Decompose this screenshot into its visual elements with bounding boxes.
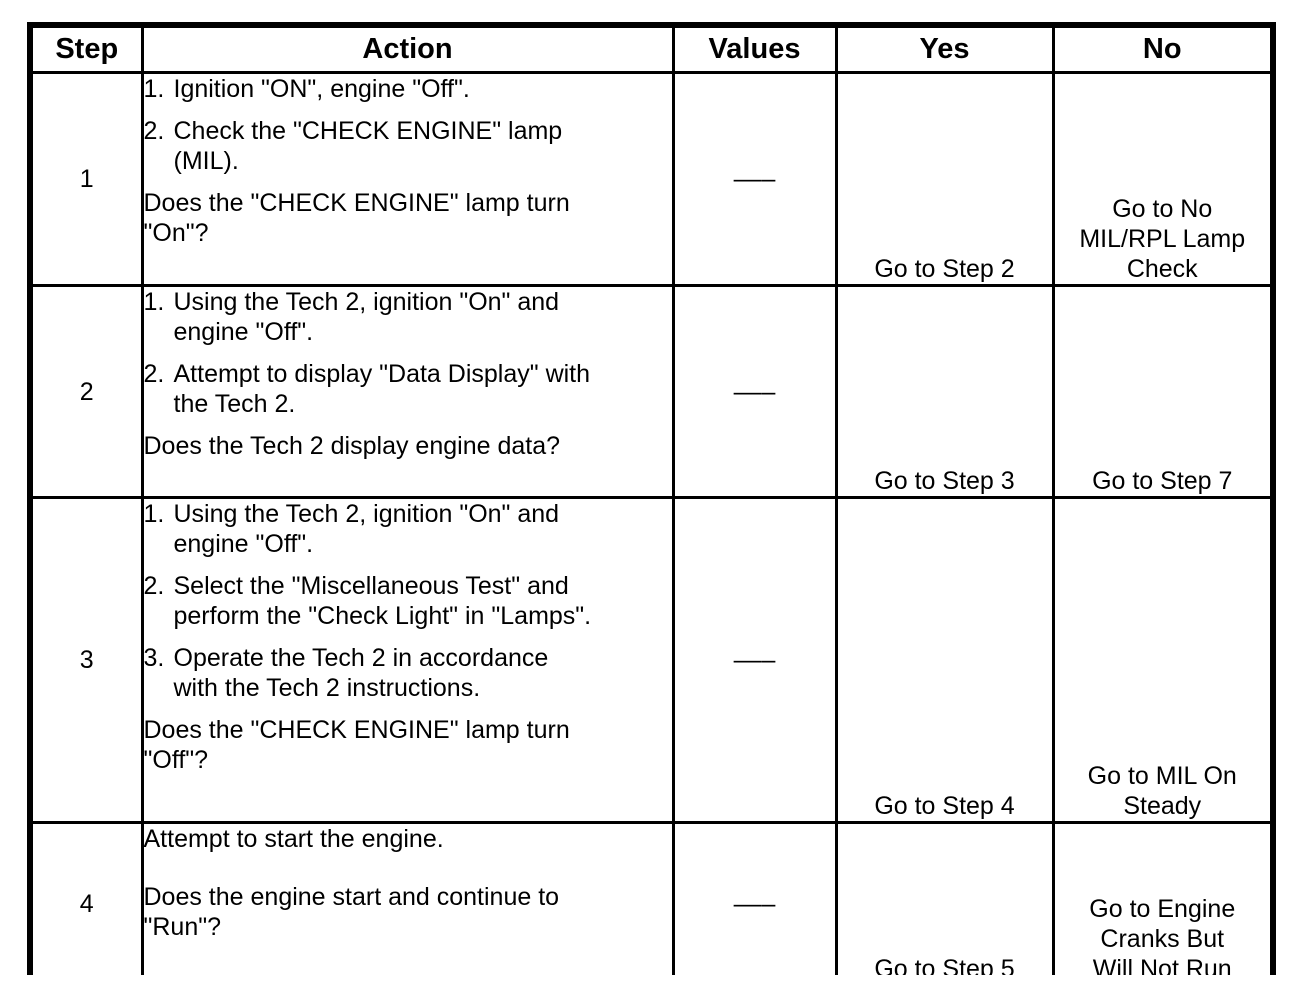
no-cell: Go to MIL On Steady [1051, 496, 1275, 824]
item-number: 2. [143, 117, 165, 145]
step-cell: 2 [28, 284, 144, 499]
action-item: 1. Using the Tech 2, ignition "On" and en… [144, 287, 672, 347]
action-cell: 1. Ignition "ON", engine "Off". 2. Check th… [140, 71, 675, 287]
table-header-row: Step Action Values Yes No [28, 23, 1275, 74]
action-cell: 1. Using the Tech 2, ignition "On" and en… [140, 496, 675, 824]
column-header-step: Step [28, 23, 144, 74]
step-cell: 3 [28, 496, 144, 824]
column-header-yes: Yes [834, 23, 1055, 74]
values-cell: ––– [671, 496, 838, 824]
action-item: 2. Attempt to display "Data Display" with… [144, 359, 672, 419]
action-item-text: Check the "CHECK ENGINE" lamp (MIL). [173, 117, 563, 175]
item-number: 1. [143, 500, 165, 528]
yes-cell: Go to Step 5 [834, 821, 1055, 975]
action-item-text: Operate the Tech 2 in accordance with th… [173, 644, 549, 702]
no-cell: Go to Step 7 [1051, 284, 1275, 499]
no-cell: Go to No MIL/RPL Lamp Check [1051, 71, 1275, 287]
action-item: 2. Select the "Miscellaneous Test" and pe… [144, 571, 672, 631]
item-number: 2. [143, 572, 165, 600]
action-item-text: Using the Tech 2, ignition "On" and engi… [173, 500, 560, 558]
values-cell: ––– [671, 284, 838, 499]
no-cell: Go to Engine Cranks But Will Not Run [1051, 821, 1275, 975]
action-item-text: Select the "Miscellaneous Test" and perf… [173, 572, 592, 630]
action-item-text: Ignition "ON", engine "Off". [173, 75, 470, 103]
action-item: Attempt to start the engine. [144, 824, 672, 854]
yes-cell: Go to Step 2 [834, 71, 1055, 287]
item-number: 2. [143, 360, 165, 388]
action-item-text: Attempt to start the engine. [143, 825, 444, 853]
values-cell: ––– [671, 821, 838, 975]
item-number: 3. [143, 644, 165, 672]
action-question: Does the "CHECK ENGINE" lamp turn "On"? [143, 189, 570, 247]
column-header-values: Values [671, 23, 838, 74]
column-header-no: No [1051, 23, 1275, 74]
action-item-text: Attempt to display "Data Display" with t… [173, 360, 591, 418]
step-cell: 1 [28, 71, 144, 287]
item-number: 1. [143, 75, 165, 103]
yes-cell: Go to Step 4 [834, 496, 1055, 824]
action-question: Does the "CHECK ENGINE" lamp turn "Off"? [143, 716, 570, 774]
action-question: Does the Tech 2 display engine data? [143, 432, 561, 460]
action-item: 1. Using the Tech 2, ignition "On" and en… [144, 499, 672, 559]
yes-cell: Go to Step 3 [834, 284, 1055, 499]
action-cell: 1. Using the Tech 2, ignition "On" and en… [140, 284, 675, 499]
column-header-action: Action [140, 23, 675, 74]
action-item: 2. Check the "CHECK ENGINE" lamp (MIL). [144, 116, 672, 176]
action-item-text: Using the Tech 2, ignition "On" and engi… [173, 288, 560, 346]
action-item: 1. Ignition "ON", engine "Off". [144, 74, 672, 104]
action-question: Does the engine start and continue to "R… [143, 883, 560, 941]
step-cell: 4 [28, 821, 144, 975]
action-item: 3. Operate the Tech 2 in accordance with … [144, 643, 672, 703]
values-cell: ––– [671, 71, 838, 287]
action-cell: Attempt to start the engine. Does the eng… [140, 821, 675, 975]
item-number: 1. [143, 288, 165, 316]
